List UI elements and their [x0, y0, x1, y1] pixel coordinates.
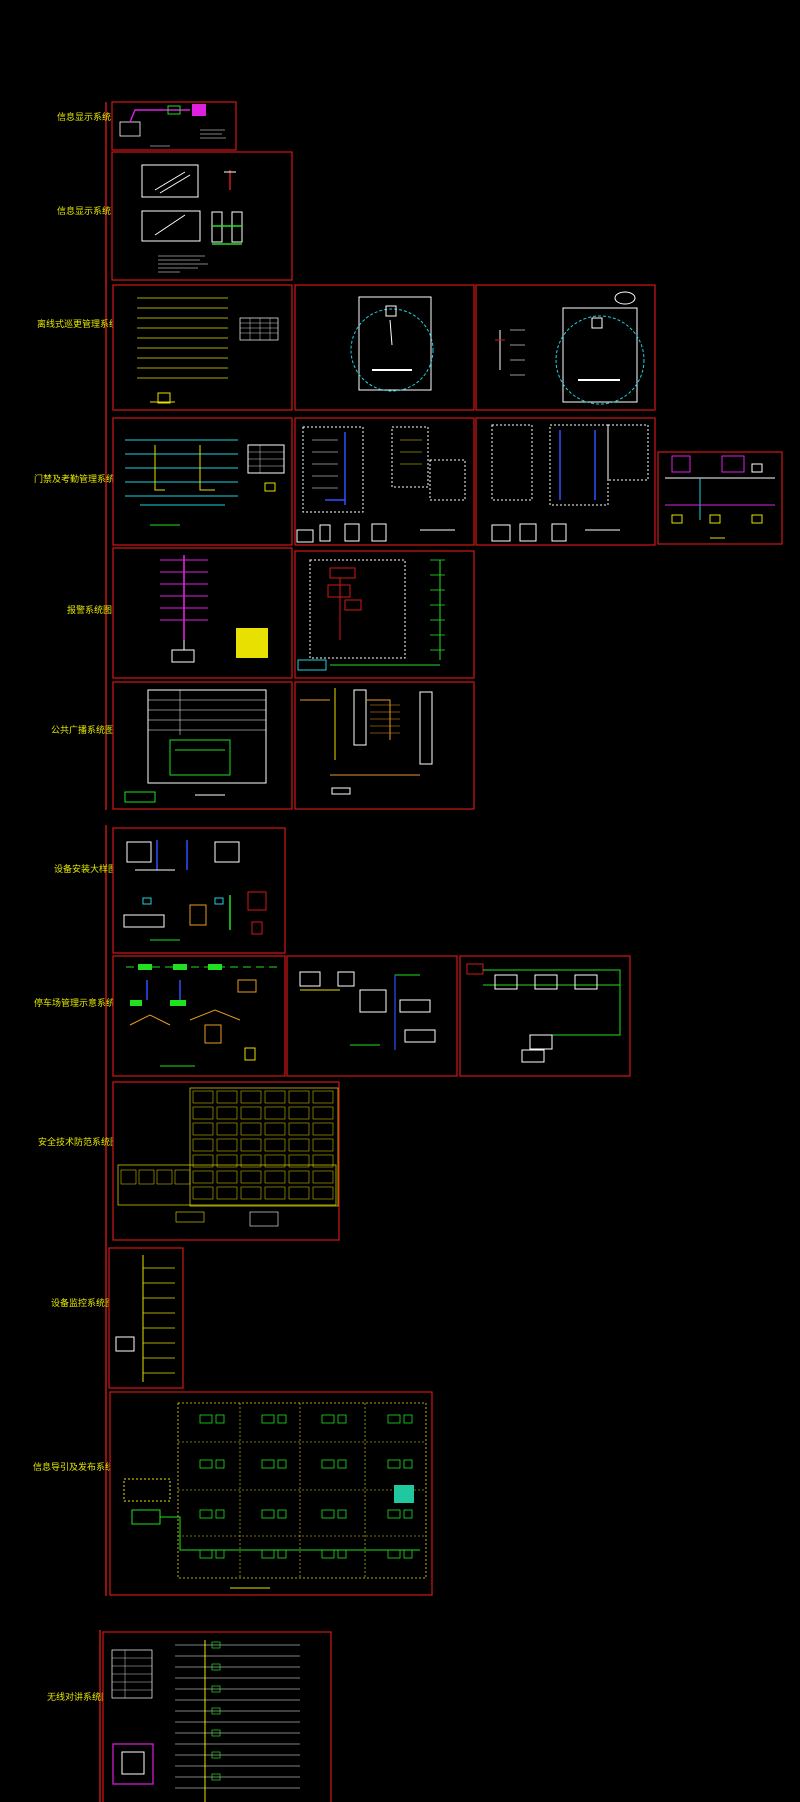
drawing-sheet-access-2 — [294, 417, 475, 546]
section-label: 信息导引及发布系统图 — [33, 1461, 123, 1473]
section-label: 信息显示系统 — [57, 205, 111, 217]
drawing-sheet-parking-2 — [286, 955, 458, 1077]
drawing-sheet-access-1 — [112, 417, 293, 546]
drawing-sheet-broadcast-1 — [112, 681, 293, 810]
drawing-sheet-parking-1 — [112, 955, 286, 1077]
drawing-sheet-info-display-1 — [111, 101, 237, 151]
drawing-sheet-info-display-2 — [111, 151, 293, 281]
drawing-sheet-install-details — [112, 827, 286, 954]
drawing-sheet-parking-3 — [459, 955, 631, 1077]
drawing-sheet-patrol-1 — [112, 284, 293, 411]
drawing-sheet-wireless-intercom — [102, 1631, 332, 1802]
section-label: 停车场管理示意系统图 — [34, 997, 124, 1009]
drawing-sheet-alarm-2 — [294, 550, 475, 679]
drawing-sheet-access-4 — [657, 451, 783, 545]
section-label: 设备监控系统图 — [51, 1297, 114, 1309]
drawing-sheet-security-grid — [112, 1081, 340, 1241]
drawing-sheet-patrol-2 — [294, 284, 475, 411]
drawing-sheet-patrol-3 — [475, 284, 656, 411]
section-label: 安全技术防范系统图 — [38, 1136, 119, 1148]
section-label: 门禁及考勤管理系统图 — [34, 473, 124, 485]
drawing-sheet-alarm-1 — [112, 547, 293, 679]
section-label: 公共广播系统图 — [51, 724, 114, 736]
section-label: 报警系统图 — [67, 604, 112, 616]
section-label: 信息显示系统 — [57, 111, 111, 123]
drawing-sheet-broadcast-2 — [294, 681, 475, 810]
section-label: 离线式巡更管理系统 — [37, 318, 118, 330]
drawing-sheet-guidance-publishing — [109, 1391, 433, 1596]
drawing-sheet-equipment-monitoring — [108, 1247, 184, 1389]
drawing-sheet-access-3 — [475, 417, 656, 546]
section-label: 设备安装大样图 — [54, 863, 117, 875]
section-label: 无线对讲系统图 — [47, 1691, 110, 1703]
